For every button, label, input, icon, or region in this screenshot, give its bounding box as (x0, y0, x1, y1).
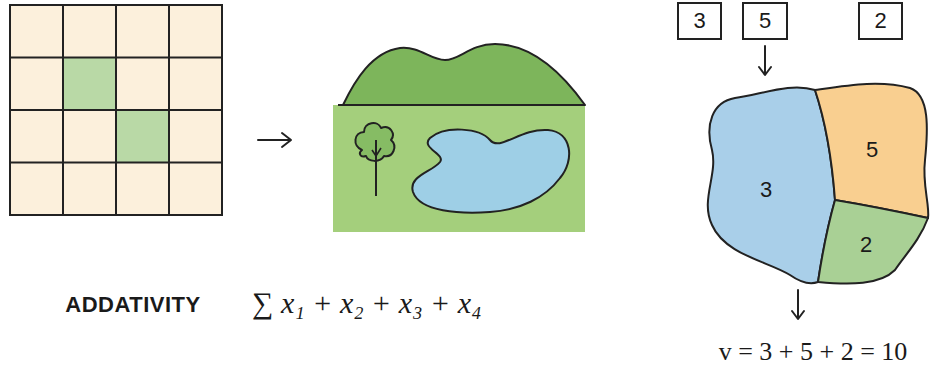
region-value: 2 (860, 232, 872, 258)
equation-holder: v = 3 + 5 + 2 = 10 (719, 336, 908, 368)
formula-holder: ∑ x₁ + x₂ + x₃ + x₄ (252, 284, 482, 322)
map-region: 3 (700, 78, 840, 290)
grid (10, 5, 222, 215)
equation: v = 3 + 5 + 2 = 10 (719, 336, 908, 368)
map-region: 2 (812, 194, 934, 290)
region-shape (812, 194, 934, 290)
region-value: 5 (866, 137, 878, 163)
map-region: 5 (808, 76, 934, 226)
value-box: 5 (742, 2, 788, 40)
title-label-holder: ADDATIVITY (65, 291, 200, 319)
box-value: 5 (759, 8, 771, 34)
region-value: 3 (760, 177, 772, 203)
value-box: 2 (858, 2, 903, 40)
box-value: 2 (874, 8, 886, 34)
box-value: 3 (693, 8, 705, 34)
value-box: 3 (677, 2, 722, 40)
right-arrow (258, 133, 291, 147)
title-label: ADDATIVITY (65, 291, 200, 319)
landscape (333, 44, 585, 232)
formula: ∑ x₁ + x₂ + x₃ + x₄ (252, 284, 482, 322)
